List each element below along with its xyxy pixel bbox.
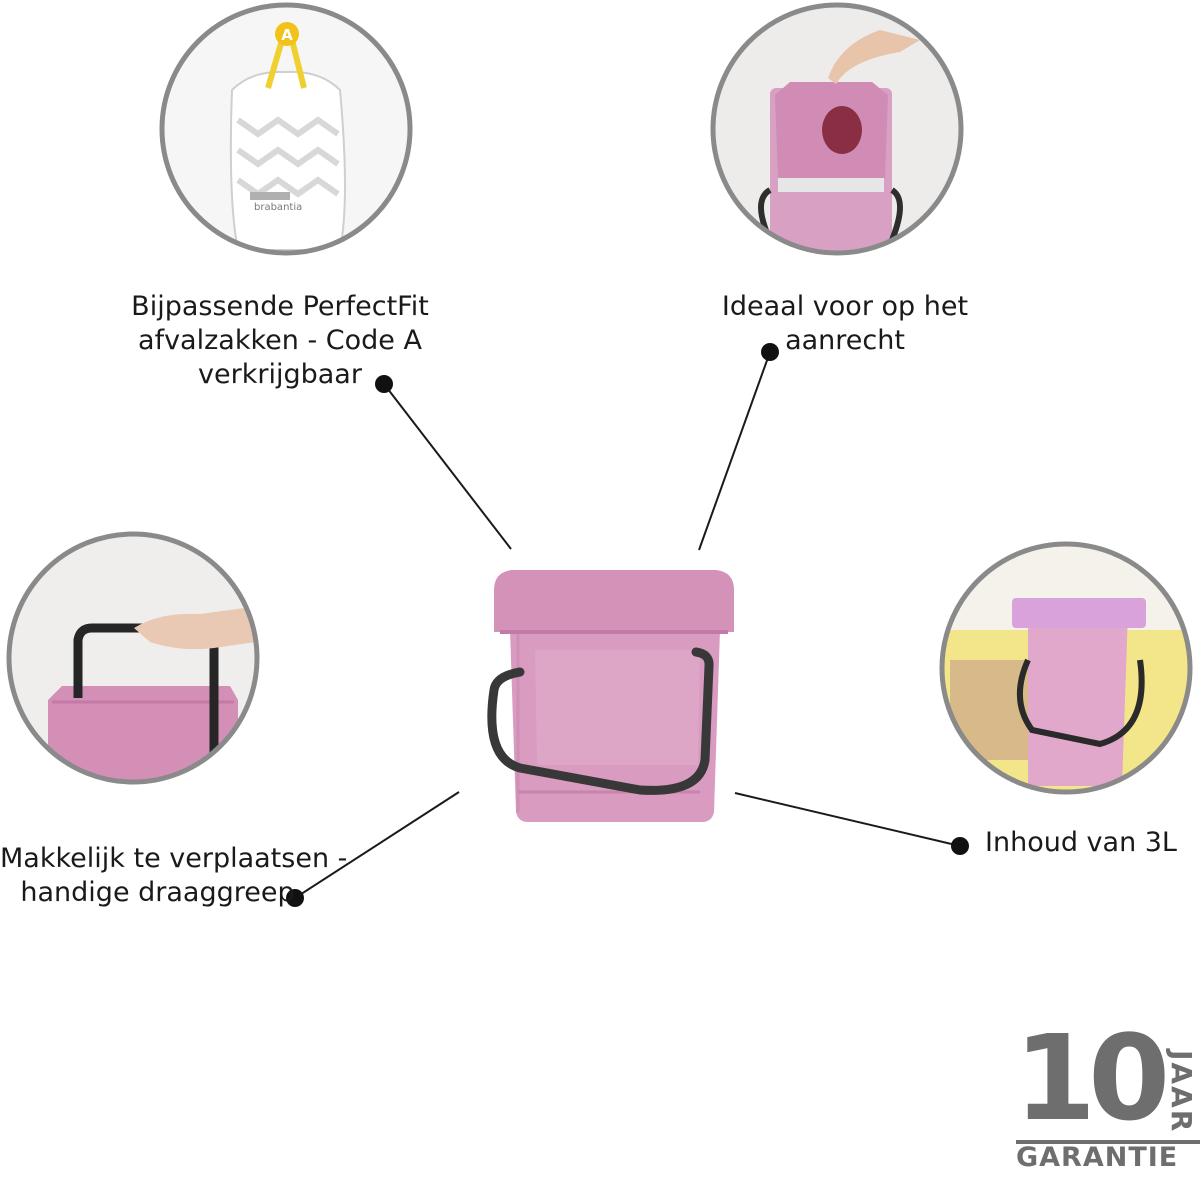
warranty-years-number: 10: [1014, 1009, 1170, 1147]
feature-caption-handle: Makkelijk te verplaatsen - handige draag…: [0, 842, 348, 910]
warranty-label: GARANTIE: [1016, 1142, 1179, 1173]
caption-line: Makkelijk te verplaatsen -: [0, 843, 348, 874]
caption-line: aanrecht: [785, 325, 905, 356]
connector-counter: [698, 343, 779, 551]
caption-line: Inhoud van 3L: [985, 827, 1177, 858]
feature-caption-capacity: Inhoud van 3L: [985, 826, 1185, 860]
connector-bags: [375, 375, 512, 550]
warranty-years-unit: JAAR: [1165, 1050, 1198, 1134]
feature-caption-bags: Bijpassende PerfectFit afvalzakken - Cod…: [120, 290, 440, 392]
photo-circle-handle: [6, 531, 260, 785]
feature-caption-counter: Ideaal voor op het aanrecht: [700, 290, 990, 358]
caption-line: Ideaal voor op het: [721, 291, 969, 322]
photo-circle-bags: A brabantia: [159, 2, 413, 256]
caption-line: afvalzakken - Code A: [138, 325, 422, 356]
connector-handle: [286, 791, 460, 907]
warranty-badge: 10 JAAR GARANTIE: [1014, 1009, 1200, 1174]
warranty-divider: [1016, 1140, 1200, 1144]
photo-circle-counter: [710, 2, 964, 256]
caption-line: handige draaggreep: [20, 877, 295, 908]
product-image-bin: [487, 570, 734, 822]
bag-code-letter: A: [281, 26, 293, 44]
connector-capacity: [734, 792, 969, 855]
bag-code-tag: A: [275, 22, 299, 46]
bag-brand-label: brabantia: [254, 202, 302, 213]
caption-line: Bijpassende PerfectFit: [131, 291, 429, 322]
photo-circle-capacity: [939, 541, 1193, 795]
caption-line: verkrijgbaar: [198, 359, 362, 390]
